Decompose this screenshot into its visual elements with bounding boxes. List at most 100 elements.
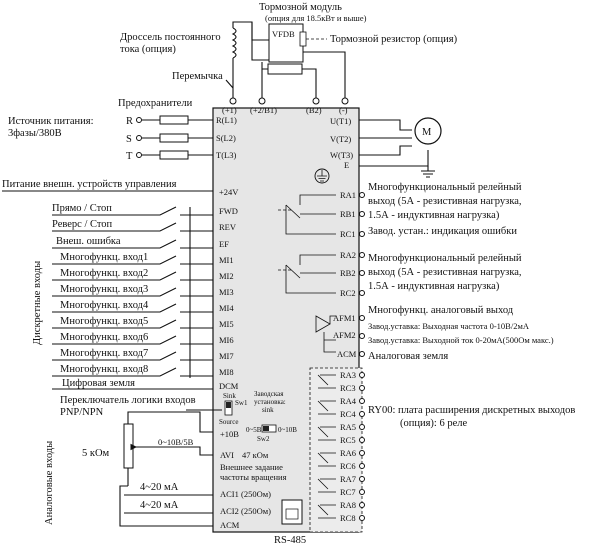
- sw2-name: Sw2: [257, 435, 270, 443]
- dc-choke-label-2: тока (опция): [120, 44, 176, 55]
- factory-setting-1: Заводская: [254, 390, 284, 398]
- svg-text:R: R: [126, 116, 133, 127]
- svg-text:Многофункц. вход5: Многофункц. вход5: [60, 316, 148, 327]
- discrete-input-fwd: Прямо / Стоп FWD: [52, 203, 238, 216]
- svg-text:RA4: RA4: [340, 396, 357, 406]
- sw1-source-label: Source: [219, 418, 238, 426]
- afm2-setting: Завод.уставка: Выходной ток 0-20мА(500Ом…: [368, 335, 554, 345]
- relay-terminals-1: RA1 RB1 RC1: [278, 190, 365, 239]
- sw1-name: Sw1: [235, 399, 248, 407]
- potentiometer-icon: [123, 423, 134, 469]
- terminal-label: +10В: [220, 429, 239, 439]
- svg-text:MI7: MI7: [219, 351, 234, 361]
- brake-module-label: Тормозной модуль: [259, 2, 342, 13]
- motor-symbol: M: [422, 127, 432, 138]
- avi-note: 47 кОм: [242, 450, 269, 460]
- svg-text:MI5: MI5: [219, 319, 234, 329]
- input-terminal: R(L1): [216, 115, 237, 125]
- afm1-setting: Завод.уставка: Выходная частота 0-10В/2м…: [368, 321, 530, 331]
- svg-text:RC4: RC4: [340, 409, 356, 419]
- svg-text:Многофункц. вход3: Многофункц. вход3: [60, 284, 148, 295]
- svg-text:Многофункц. вход1: Многофункц. вход1: [60, 252, 148, 263]
- svg-text:MI6: MI6: [219, 335, 234, 345]
- dc-terminal: (-): [339, 105, 348, 115]
- svg-text:RA1: RA1: [340, 190, 356, 200]
- discrete-input-mi4: Многофункц. вход4 MI4: [52, 300, 234, 313]
- discrete-input-mi6: Многофункц. вход6 MI6: [52, 332, 234, 345]
- ry00-label-2: (опция): 6 реле: [400, 418, 467, 429]
- pot-label: 5 кОм: [82, 448, 110, 459]
- digital-ground-label: Цифровая земля: [62, 378, 135, 389]
- relay1-factory: Завод. устан.: индикация ошибки: [368, 226, 517, 237]
- current-input-label: 4~20 мА: [140, 500, 179, 511]
- relay1-desc-1: Многофункциональный релейный: [368, 182, 522, 193]
- svg-text:MI1: MI1: [219, 255, 234, 265]
- range-0-10-label: 0~10В/5В: [158, 437, 194, 447]
- motor-ground-icon: [421, 166, 435, 178]
- phase-r: R: [126, 115, 213, 127]
- vfdb-resistor-icon: [299, 31, 307, 47]
- terminal-label: ACI1 (250Ом): [220, 489, 271, 499]
- svg-text:MI3: MI3: [219, 287, 234, 297]
- relay1-desc-3: 1.5А - индуктивная нагрузка): [368, 210, 500, 221]
- terminal-label: AVI: [220, 450, 234, 460]
- relay2-desc-3: 1.5А - индуктивная нагрузка): [368, 281, 500, 292]
- logic-switch-label-2: PNP/NPN: [60, 407, 104, 418]
- svg-text:RA2: RA2: [340, 250, 356, 260]
- ground-symbol-icon: [314, 168, 330, 184]
- ext-setpoint-1: Внешнее задание: [220, 462, 283, 472]
- phase-s: S: [126, 133, 213, 145]
- svg-text:Многофункц. вход7: Многофункц. вход7: [60, 348, 148, 359]
- terminal-label: ACI2 (250Ом): [220, 506, 271, 516]
- discrete-input-mi8: Многофункц. вход8 MI8: [52, 364, 234, 377]
- power-source-label-1: Источник питания:: [8, 116, 94, 127]
- relay-terminals-2: RA2 RB2 RC2: [278, 250, 365, 298]
- svg-text:RA6: RA6: [340, 448, 356, 458]
- analog-output-block: AFM1 AFM2 ACM: [315, 313, 365, 359]
- svg-text:RC7: RC7: [340, 487, 356, 497]
- svg-text:Многофункц. вход4: Многофункц. вход4: [60, 300, 149, 311]
- analog-inputs-vertical-label: Аналоговые входы: [44, 441, 55, 525]
- ry00-label-1: RY00: плата расширения дискретных выходо…: [368, 405, 575, 416]
- supply-label: Питание внешн. устройств управления: [2, 179, 177, 190]
- phase-t: T: [126, 150, 213, 162]
- svg-text:EF: EF: [219, 239, 229, 249]
- power-source-label-2: 3фазы/380В: [8, 128, 62, 139]
- svg-text:MI2: MI2: [219, 271, 234, 281]
- discrete-input-mi5: Многофункц. вход5 MI5: [52, 316, 234, 329]
- ry00-terminals: RA3 RC3 RA4 RC4 RA5 RC5 RA6 RC6 RA7 RC7 …: [317, 370, 365, 523]
- fuses-label: Предохранители: [118, 98, 193, 109]
- svg-text:Многофункц. вход8: Многофункц. вход8: [60, 364, 148, 375]
- current-input-label: 4~20 мА: [140, 482, 179, 493]
- svg-text:Многофункц. вход6: Многофункц. вход6: [60, 332, 148, 343]
- svg-text:ACM: ACM: [337, 349, 357, 359]
- svg-text:RC5: RC5: [340, 435, 356, 445]
- sw2-left-label: 0~5В: [246, 426, 262, 434]
- svg-text:RA5: RA5: [340, 422, 356, 432]
- factory-setting-2: установка:: [254, 398, 286, 406]
- terminal-label: ACM: [220, 520, 240, 530]
- relay2-desc-1: Многофункциональный релейный: [368, 253, 522, 264]
- output-terminal: E: [344, 160, 349, 170]
- svg-text:AFM2: AFM2: [333, 330, 356, 340]
- ext-setpoint-2: частоты вращения: [220, 472, 287, 482]
- brake-resistor-icon: [267, 63, 303, 75]
- svg-text:Реверс / Стоп: Реверс / Стоп: [52, 219, 113, 230]
- discrete-input-mi1: Многофункц. вход1 MI1: [52, 252, 234, 265]
- discrete-input-mi2: Многофункц. вход2 MI2: [52, 268, 234, 281]
- svg-text:FWD: FWD: [219, 206, 238, 216]
- dc-terminal: (+2/B1): [250, 105, 277, 115]
- dc-terminal: (B2): [306, 105, 322, 115]
- brake-module-note: (опция для 18.5кВт и выше): [265, 13, 367, 23]
- svg-text:RC8: RC8: [340, 513, 356, 523]
- svg-text:RC3: RC3: [340, 383, 356, 393]
- terminal-label: DCM: [219, 381, 239, 391]
- dc-choke-coil-icon: [231, 27, 237, 59]
- svg-text:RC6: RC6: [340, 461, 356, 471]
- factory-setting-3: sink: [262, 406, 274, 414]
- svg-text:RA8: RA8: [340, 500, 356, 510]
- relay1-desc-2: выход (5А - резистивная нагрузка,: [368, 196, 522, 207]
- discrete-inputs-vertical-label: Дискретные входы: [32, 261, 43, 345]
- svg-text:T: T: [126, 151, 133, 162]
